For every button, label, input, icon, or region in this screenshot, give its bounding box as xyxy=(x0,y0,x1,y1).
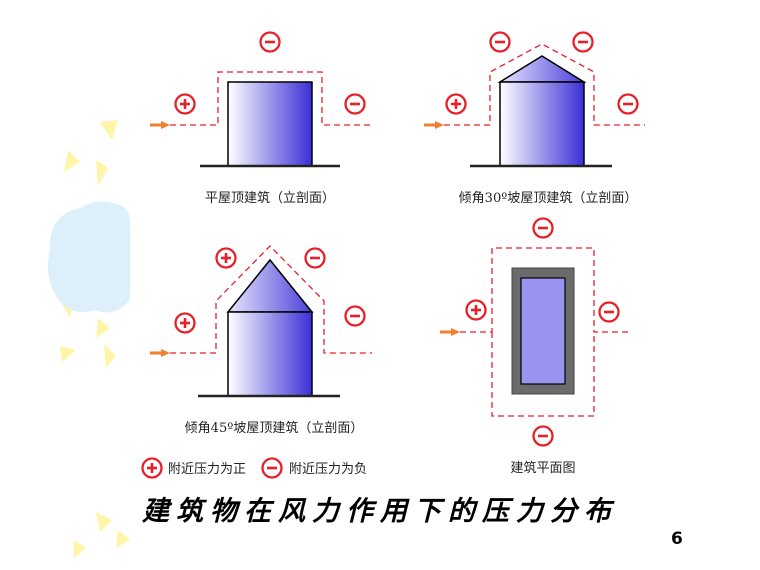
negative-pressure-icon xyxy=(532,217,554,239)
negative-pressure-icon xyxy=(532,425,554,447)
plan-panel: 建筑平面图 xyxy=(438,217,630,476)
legend-negative-icon xyxy=(261,457,283,479)
flat-roof-building xyxy=(227,81,313,167)
slope-30-caption: 倾角30º坡屋顶建筑（立剖面） xyxy=(459,190,638,206)
positive-pressure-icon xyxy=(465,299,487,321)
wind-arrow-icon xyxy=(148,347,172,359)
legend: 附近压力为正 附近压力为负 xyxy=(141,457,367,479)
negative-pressure-icon xyxy=(344,305,366,327)
wind-arrow-icon xyxy=(422,119,446,131)
legend-positive-icon xyxy=(141,457,163,479)
legend-negative-text: 附近压力为负 xyxy=(289,462,367,477)
negative-pressure-icon xyxy=(344,93,366,115)
page-title: 建筑物在风力作用下的压力分布 xyxy=(142,496,618,527)
slope-30-building xyxy=(499,81,585,167)
negative-pressure-icon xyxy=(572,31,594,53)
negative-pressure-icon xyxy=(598,301,620,323)
cloud-decoration xyxy=(48,201,131,313)
slope-45-building xyxy=(227,311,313,397)
slope-45-panel: 倾角45º坡屋顶建筑（立剖面） xyxy=(148,245,372,436)
legend-positive-text: 附近压力为正 xyxy=(168,462,246,477)
positive-pressure-icon xyxy=(174,312,196,334)
positive-pressure-icon xyxy=(445,93,467,115)
negative-pressure-icon xyxy=(489,31,511,53)
plan-building-interior xyxy=(520,277,566,385)
wind-arrow-icon xyxy=(438,326,462,338)
slope-30-panel: 倾角30º坡屋顶建筑（立剖面） xyxy=(422,31,645,206)
page-number: 6 xyxy=(671,529,683,549)
flat-roof-caption: 平屋顶建筑（立剖面） xyxy=(205,190,335,206)
negative-pressure-icon xyxy=(259,31,281,53)
positive-pressure-icon xyxy=(174,93,196,115)
wind-arrow-icon xyxy=(148,119,172,131)
negative-pressure-icon xyxy=(617,93,639,115)
plan-caption: 建筑平面图 xyxy=(510,460,575,476)
slope-45-roof xyxy=(226,258,314,313)
slope-45-caption: 倾角45º坡屋顶建筑（立剖面） xyxy=(185,420,364,436)
flat-roof-panel: 平屋顶建筑（立剖面） xyxy=(148,31,372,206)
negative-pressure-icon xyxy=(304,247,326,269)
positive-pressure-icon xyxy=(215,247,237,269)
